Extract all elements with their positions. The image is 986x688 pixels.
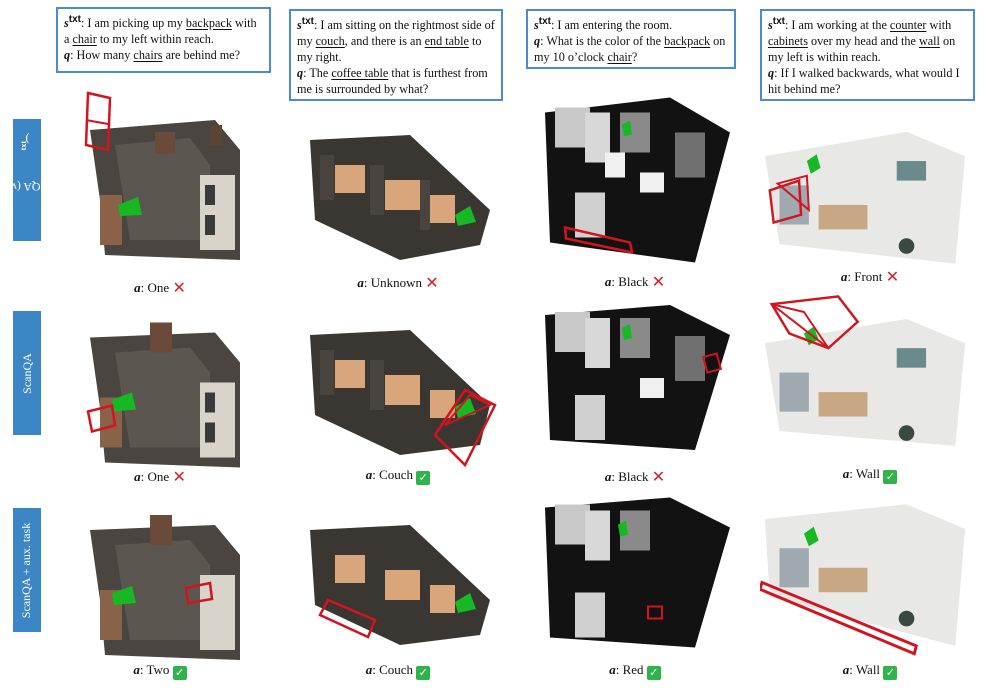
scene-image-r2-c4 bbox=[764, 295, 966, 446]
check-icon: ✓ bbox=[883, 666, 898, 680]
row-label-scanqa: ScanQA bbox=[13, 311, 41, 435]
question-box-2: stxt: I am sitting on the rightmost side… bbox=[289, 9, 503, 101]
scene-image-r2-c3 bbox=[545, 305, 730, 450]
scene-image-r3-c4 bbox=[760, 504, 966, 656]
scene-image-r2-c2 bbox=[310, 330, 497, 468]
answer-r1-c3: a: Black ✕ bbox=[604, 272, 666, 291]
row-label-scanqa-wo-situation: ScanQA (w/o stxt) bbox=[0, 119, 64, 241]
scene-image-r2-c1 bbox=[86, 322, 240, 468]
cross-icon: ✕ bbox=[172, 467, 186, 486]
situation-text-4: stxt: I am working at the counter with c… bbox=[768, 16, 956, 65]
agent-arrow bbox=[118, 197, 142, 216]
check-icon: ✓ bbox=[416, 666, 431, 680]
row-label-scanqa-aux-task: ScanQA + aux. task bbox=[13, 508, 41, 632]
answer-r2-c3: a: Black ✕ bbox=[604, 467, 666, 486]
cross-icon: ✕ bbox=[172, 278, 186, 297]
answer-r3-c4: a: Wall ✓ bbox=[770, 662, 970, 680]
question-box-4: stxt: I am working at the counter with c… bbox=[760, 9, 975, 101]
scene-image-r3-c1 bbox=[90, 515, 240, 660]
cross-icon: ✕ bbox=[651, 467, 666, 486]
answer-r2-c1: a: One ✕ bbox=[134, 467, 186, 486]
cross-icon: ✕ bbox=[425, 273, 439, 292]
bbox bbox=[84, 91, 112, 152]
question-box-1: stxt: I am picking up my backpack with a… bbox=[56, 7, 271, 73]
question-text-4: q: If I walked backwards, what would I h… bbox=[768, 66, 960, 97]
cross-icon: ✕ bbox=[885, 267, 900, 286]
check-icon: ✓ bbox=[416, 471, 431, 485]
answer-r3-c2: a: Couch ✓ bbox=[298, 662, 498, 680]
check-icon: ✓ bbox=[883, 470, 898, 484]
answer-r2-c4: a: Wall ✓ bbox=[770, 466, 970, 484]
check-icon: ✓ bbox=[172, 666, 187, 680]
scene-image-r1-c1 bbox=[84, 91, 240, 260]
scene-image-r3-c3 bbox=[545, 497, 730, 648]
question-text-1: q: How many chairs are behind me? bbox=[64, 48, 241, 63]
check-icon: ✓ bbox=[646, 666, 661, 680]
situation-text-1: stxt: I am picking up my backpack with a… bbox=[64, 14, 257, 47]
scene-image-r3-c2 bbox=[310, 525, 490, 645]
situation-text-3: stxt: I am entering the room. bbox=[534, 16, 673, 33]
situation-text-2: stxt: I am sitting on the rightmost side… bbox=[297, 16, 495, 65]
answer-r1-c2: a: Unknown ✕ bbox=[357, 273, 439, 292]
scene-image-r1-c3 bbox=[545, 97, 730, 263]
question-text-2: q: The coffee table that is furthest fro… bbox=[297, 66, 488, 97]
answer-r1-c4: a: Front ✕ bbox=[840, 267, 900, 286]
answer-r3-c3: a: Red ✓ bbox=[535, 662, 735, 680]
question-box-3: stxt: I am entering the room. q: What is… bbox=[526, 9, 736, 69]
scene-image-r1-c2 bbox=[310, 135, 490, 260]
scene-image-r1-c4 bbox=[764, 131, 966, 264]
answer-r1-c1: a: One ✕ bbox=[134, 278, 186, 297]
cross-icon: ✕ bbox=[651, 272, 666, 291]
question-text-3: q: What is the color of the backpack on … bbox=[534, 34, 726, 65]
answer-r3-c1: a: Two ✓ bbox=[60, 662, 260, 680]
answer-r2-c2: a: Couch ✓ bbox=[298, 467, 498, 485]
